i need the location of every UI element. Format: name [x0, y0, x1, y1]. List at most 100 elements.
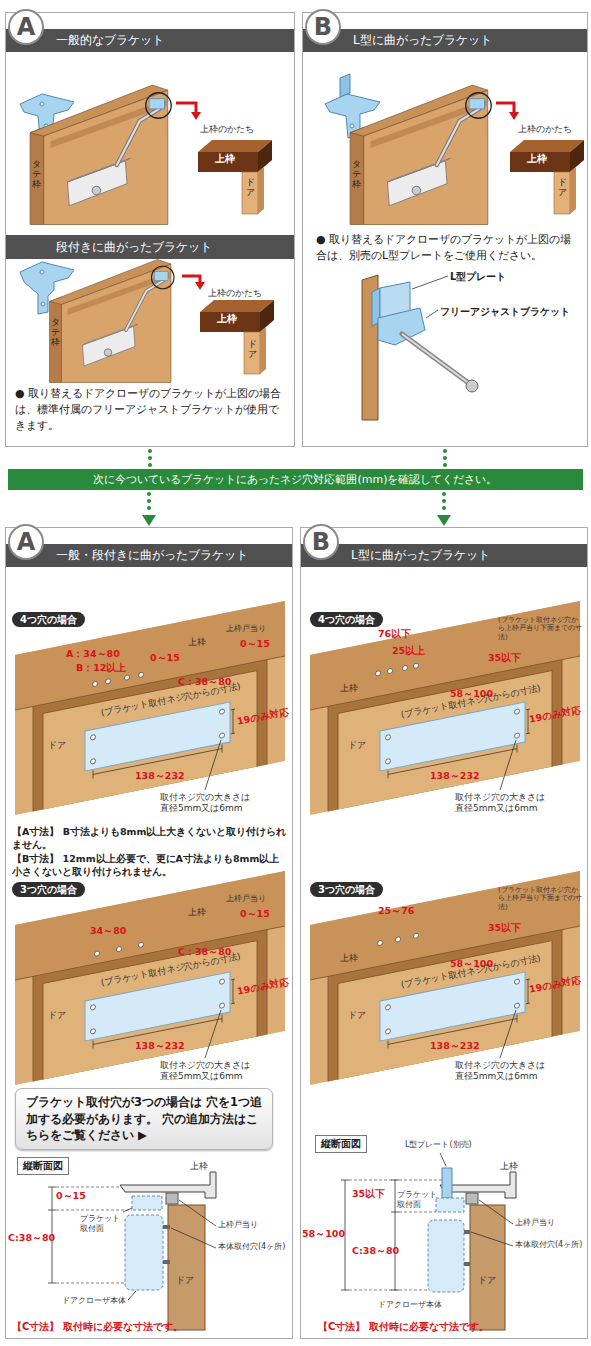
- label-holder: 上枠: [527, 153, 547, 166]
- drawing-path: [182, 276, 200, 282]
- dimension-label: 58～100: [302, 1228, 345, 1240]
- drawing-polygon: [442, 1168, 452, 1198]
- drawing-polygon: [509, 112, 519, 120]
- drawing-circle: [40, 270, 44, 274]
- drawing-use: [30, 85, 171, 224]
- part-label: 上枠: [215, 153, 235, 166]
- label-holder: 本体取付穴(4ヶ所): [218, 1242, 288, 1252]
- label-holder: タテ枠: [51, 318, 60, 348]
- label-holder: 19のみ対応: [528, 714, 581, 726]
- drawing-polygon: [195, 282, 205, 290]
- label-holder: (ブラケット取付ネジ穴からの寸法): [100, 978, 242, 989]
- callout-label: L型プレート: [450, 270, 506, 284]
- badge-circle: A: [8, 524, 44, 560]
- label-holder: (ブラケット取付ネジ穴からの寸法): [400, 710, 542, 721]
- drawing-polygon: [191, 112, 201, 120]
- label-holder: C:38～80: [8, 1232, 55, 1244]
- label-holder: ドア: [248, 340, 257, 360]
- label-holder: 取付ネジ穴の大きさは 直径5mm又は6mm: [160, 792, 255, 815]
- dimension-label: 138～232: [430, 770, 480, 782]
- note-text: ● 取り替えるドアクローザのブラケットが上図の場合は、標準付属のフリーアジャスト…: [15, 386, 287, 434]
- dimension-note: (ブラケット取付ネジ穴から上枠戸当り下面までの寸法): [498, 616, 584, 641]
- note-text: 【C寸法】 取付時に必要な寸法です。: [12, 1320, 288, 1334]
- label-holder: 上枠戸当り: [226, 894, 266, 904]
- drawing-use: [15, 601, 285, 815]
- dimension-label: C:38～80: [352, 1245, 399, 1257]
- part-label: 上枠のかたち: [200, 124, 254, 135]
- drawing-circle: [117, 946, 122, 952]
- label-holder: 35以下: [488, 922, 521, 934]
- part-label: 上枠: [188, 637, 206, 648]
- label-holder: 138～232: [135, 1040, 185, 1052]
- dimension-label: 35以下: [488, 652, 521, 664]
- drawing-rect: [466, 1193, 478, 1204]
- part-label: 上枠: [217, 313, 237, 326]
- drawing-circle: [403, 665, 408, 671]
- label-holder: 【C寸法】 取付時に必要な寸法です。: [318, 1320, 584, 1334]
- label-holder: 上枠のかたち: [200, 124, 254, 135]
- label-holder: 19のみ対応: [236, 986, 289, 998]
- label-holder: ドア: [176, 1275, 194, 1286]
- label-holder: 上枠: [188, 907, 206, 918]
- part-label: 取付ネジ穴の大きさは 直径5mm又は6mm: [160, 1060, 255, 1083]
- dimension-label: 0～15: [150, 652, 180, 664]
- label-holder: 上枠: [500, 1161, 518, 1172]
- flow-connector: [445, 451, 446, 466]
- label-holder: 19のみ対応: [236, 716, 289, 728]
- drawing-circle: [40, 102, 44, 106]
- drawing-circle: [414, 663, 419, 669]
- part-label: ドア: [348, 740, 366, 751]
- label-holder: 0～15: [150, 652, 180, 664]
- part-label: 取付ネジ穴の大きさは 直径5mm又は6mm: [455, 792, 550, 815]
- part-label: 上枠戸当り: [515, 1218, 555, 1228]
- drawing-path: [496, 103, 514, 112]
- drawing-circle: [350, 124, 354, 128]
- dimension-label: C:38～80: [8, 1232, 55, 1244]
- drawing-use: [310, 871, 580, 1085]
- part-label: ドアクローザ本体: [378, 1300, 442, 1310]
- part-label: 上枠のかたち: [208, 288, 262, 299]
- panel-box-text: L型に曲がったブラケット: [303, 29, 587, 52]
- drawing-use: [510, 140, 584, 214]
- part-label: 上枠: [340, 683, 358, 694]
- part-label: L型プレート(別売): [405, 1140, 472, 1150]
- drawing-circle: [139, 672, 144, 678]
- section-tag-text: 縦断面図: [23, 1159, 63, 1173]
- vertical-label: タテ枠: [352, 160, 361, 190]
- label-holder: 上枠戸当り: [226, 624, 266, 634]
- dimension-note: (ブラケット取付ネジ穴から上枠戸当り下面までの寸法): [498, 886, 584, 911]
- arrow-head: [142, 515, 156, 526]
- sub-header-band: 段付きに曲がったブラケット: [6, 235, 294, 259]
- flow-connector: [142, 494, 156, 526]
- part-label: ブラケット 取付面: [80, 1214, 122, 1234]
- case-tag: 4つ穴の場合: [310, 612, 383, 627]
- badge-circle-text: B: [307, 11, 339, 43]
- dimension-label: 35以下: [488, 922, 521, 934]
- dimension-label: 138～232: [430, 1040, 480, 1052]
- drawing-use: [350, 85, 491, 224]
- label-holder: 0～15: [56, 1190, 86, 1202]
- link-button-text: ブラケット取付穴が3つの場合は 穴を1つ追加する必要があります。 穴の追加方法は…: [26, 1094, 262, 1144]
- drawing-path: [341, 1180, 399, 1290]
- case-tag-text: 3つ穴の場合: [20, 883, 77, 896]
- badge-circle: B: [305, 9, 341, 45]
- label-holder: フリーアジャストブラケット: [440, 305, 570, 319]
- label-holder: ドア: [348, 740, 366, 751]
- panel-box-text: 一般的なブラケット: [6, 29, 294, 52]
- drawing-polygon: [340, 74, 350, 97]
- section-tag-text: 縦断面図: [321, 1137, 361, 1151]
- label-holder: 【B寸法】 12mm以上必要で、更にA寸法よりも8mm以上小さくないと取り付けら…: [12, 853, 288, 879]
- part-label: 上枠: [527, 153, 547, 166]
- callout-label: フリーアジャストブラケット: [440, 305, 570, 319]
- drawing-rect: [168, 1205, 205, 1330]
- part-label: 上枠戸当り: [226, 894, 266, 904]
- vertical-label: ドア: [246, 178, 255, 198]
- label-holder: 34～80: [90, 925, 126, 937]
- dimension-label: B：12以上: [76, 662, 126, 674]
- vertical-label: タテ枠: [32, 160, 41, 190]
- label-holder: 取付ネジ穴の大きさは 直径5mm又は6mm: [160, 1060, 255, 1083]
- label-holder: ● 取り替えるドアクローザのブラケットが上図の場合は、標準付属のフリーアジャスト…: [15, 386, 287, 434]
- note-text: 【B寸法】 12mm以上必要で、更にA寸法よりも8mm以上小さくないと取り付けら…: [12, 853, 288, 879]
- label-holder: (ブラケット取付ネジ穴からの寸法): [100, 708, 242, 719]
- drawing-g: [378, 933, 419, 946]
